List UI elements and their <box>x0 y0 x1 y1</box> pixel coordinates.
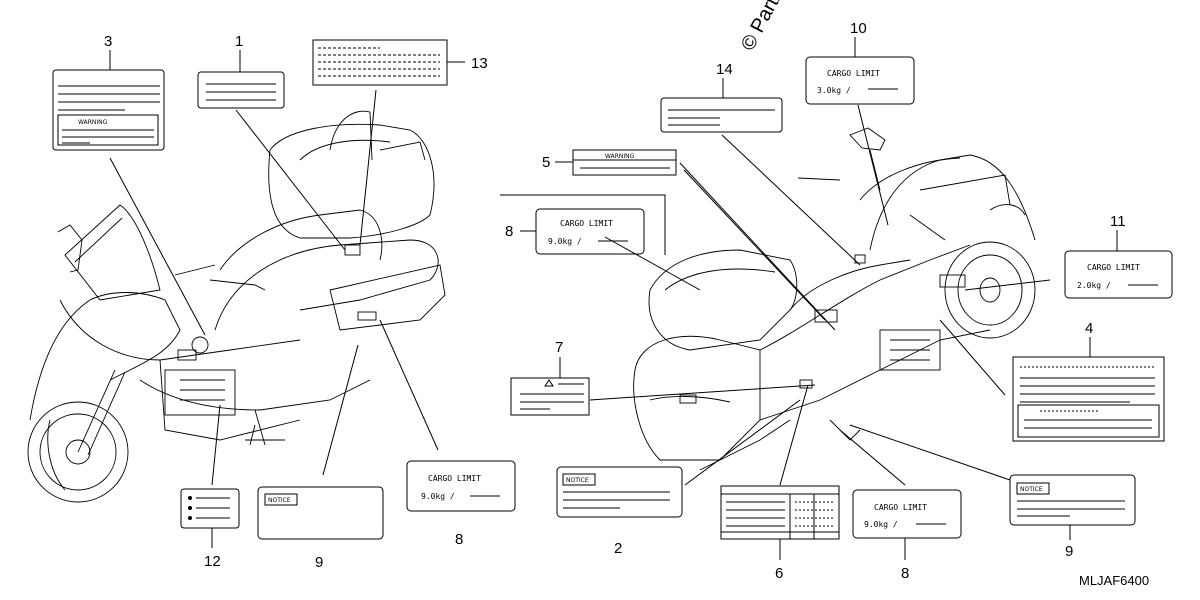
label-4-card <box>1012 356 1165 442</box>
label-11-kg-text: 2.0kg / <box>1077 281 1111 290</box>
label-5-card: WARNING <box>572 149 677 176</box>
label-2-card: NOTICE <box>556 466 683 518</box>
label-3-warning-text: WARNING <box>78 119 108 126</box>
label-6-card <box>720 485 840 540</box>
callout-14: 14 <box>716 61 733 78</box>
label-11-card: CARGO LIMIT 2.0kg / <box>1064 250 1173 299</box>
callout-9-right: 9 <box>1065 543 1073 560</box>
label-8-right-cargo-text: CARGO LIMIT <box>874 503 927 512</box>
label-12-card <box>180 488 240 529</box>
leader-lines <box>109 89 1051 486</box>
callout-13: 13 <box>471 55 488 72</box>
callout-7: 7 <box>555 339 563 356</box>
callout-8-right: 8 <box>901 565 909 582</box>
label-3-card: WARNING <box>52 69 165 151</box>
label-8-left-card: CARGO LIMIT 9.0kg / <box>406 460 516 512</box>
callout-8-left: 8 <box>455 531 463 548</box>
label-7-card <box>510 377 590 416</box>
callout-3: 3 <box>104 33 112 50</box>
callout-2: 2 <box>614 540 622 557</box>
callout-numbers: 3 1 13 10 14 5 8 11 4 7 12 9 8 2 6 8 9 <box>104 20 1126 582</box>
label-8-mid-kg-text: 9.0kg / <box>548 237 582 246</box>
label-1-card <box>197 71 285 109</box>
label-10-kg-text: 3.0kg / <box>817 86 851 95</box>
label-9-left-card: NOTICE <box>257 486 384 540</box>
callout-1: 1 <box>235 33 243 50</box>
label-8-mid-cargo-text: CARGO LIMIT <box>560 219 613 228</box>
callout-5: 5 <box>542 154 550 171</box>
left-motorcycle-illustration <box>27 110 446 503</box>
diagram-code: MLJAF6400 <box>1079 573 1149 588</box>
callout-11: 11 <box>1110 213 1126 230</box>
callout-10: 10 <box>850 20 867 37</box>
callout-4: 4 <box>1085 320 1093 337</box>
right-motorcycle-illustration <box>633 127 1036 471</box>
label-9-right-card: NOTICE <box>1009 474 1136 526</box>
callout-8-mid: 8 <box>505 223 513 240</box>
watermark: © Partz <box>737 0 788 54</box>
label-5-warning-text: WARNING <box>605 153 635 160</box>
callout-6: 6 <box>775 565 783 582</box>
label-13-card <box>312 39 448 86</box>
label-10-card: CARGO LIMIT 3.0kg / <box>805 56 915 105</box>
callout-ticks <box>109 37 1118 560</box>
label-11-cargo-text: CARGO LIMIT <box>1087 263 1140 272</box>
label-9-left-notice-text: NOTICE <box>268 497 291 504</box>
callout-9-left: 9 <box>315 554 323 571</box>
label-10-cargo-text: CARGO LIMIT <box>827 69 880 78</box>
label-9-right-notice-text: NOTICE <box>1020 486 1043 493</box>
label-8-mid-card: CARGO LIMIT 9.0kg / <box>535 208 645 255</box>
label-8-left-cargo-text: CARGO LIMIT <box>428 474 481 483</box>
callout-12: 12 <box>204 553 221 570</box>
label-8-left-kg-text: 9.0kg / <box>421 492 455 501</box>
label-2-notice-text: NOTICE <box>566 477 589 484</box>
label-14-card <box>660 97 783 133</box>
label-8-right-card: CARGO LIMIT 9.0kg / <box>852 489 962 539</box>
label-8-right-kg-text: 9.0kg / <box>864 520 898 529</box>
